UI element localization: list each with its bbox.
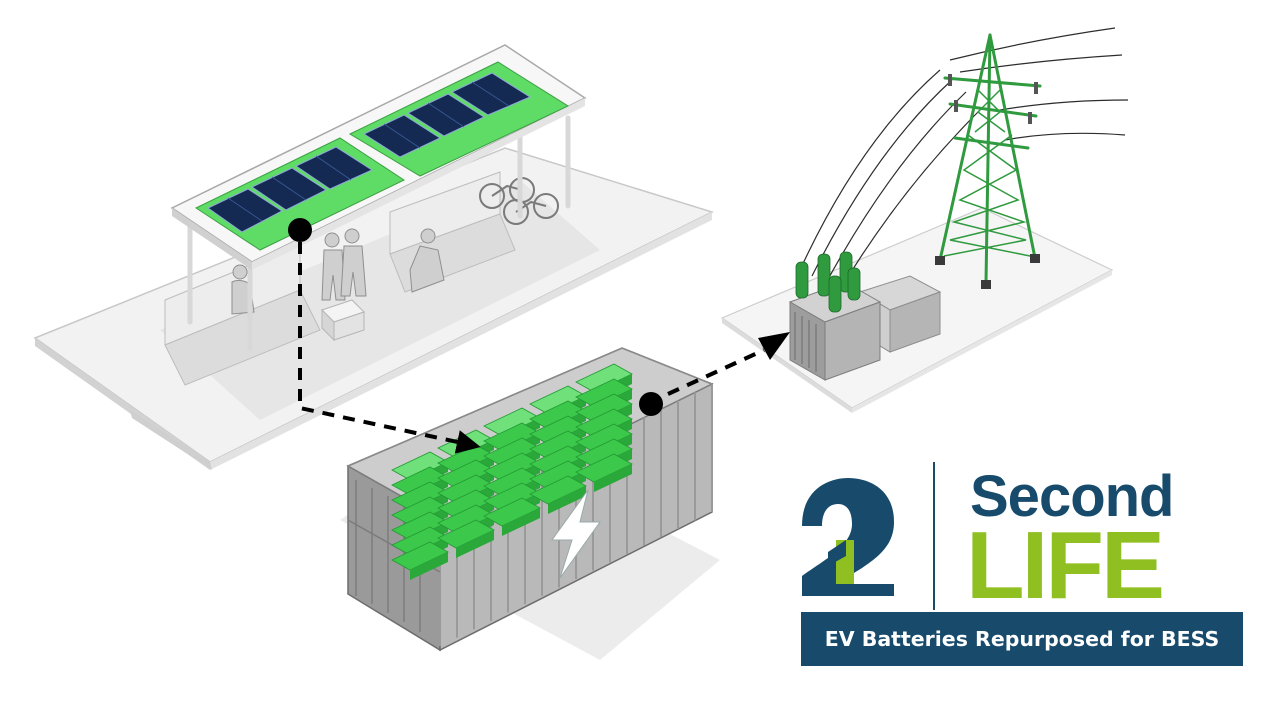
flow-solar-to-battery [288, 218, 481, 454]
flow-battery-to-grid [639, 332, 790, 416]
numeral-two-mark [802, 478, 894, 596]
tagline-text: EV Batteries Repurposed for BESS [824, 627, 1220, 651]
battery-container [340, 347, 720, 660]
logo-word-second: Second [970, 464, 1174, 529]
second-life-logo [802, 462, 935, 610]
tagline-banner [801, 612, 1243, 666]
solar-canopy-station [33, 44, 715, 470]
arrow-head-icon [758, 332, 790, 360]
lightning-bolt-icon [551, 489, 601, 579]
logo-word-life: LIFE [966, 512, 1165, 619]
black-dot-icon [288, 218, 312, 242]
black-dot-icon [639, 392, 663, 416]
grid-substation [720, 27, 1129, 413]
